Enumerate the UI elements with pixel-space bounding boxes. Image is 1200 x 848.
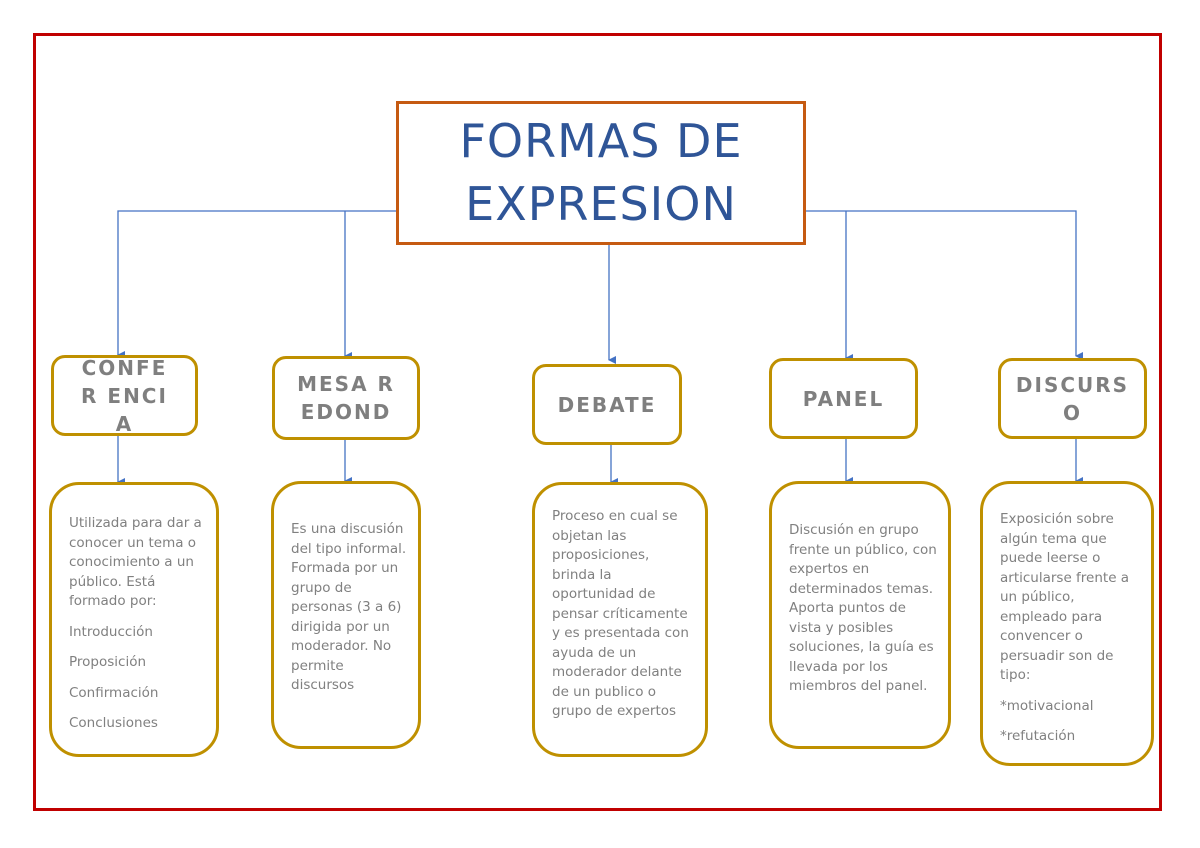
list-item: Conclusiones bbox=[69, 715, 158, 731]
description-text: Discusión en grupo frente un público, co… bbox=[789, 522, 937, 694]
list-item: Introducción bbox=[69, 623, 153, 640]
connector-root-conferencia bbox=[117, 210, 396, 359]
branch-description-debate: Proceso en cual se objetan las proposici… bbox=[532, 482, 708, 757]
list-item: *motivacional bbox=[1000, 697, 1094, 714]
description-text: Exposición sobre algún tema que puede le… bbox=[1000, 511, 1130, 683]
description-text: Es una discusión del tipo informal. Form… bbox=[291, 521, 407, 693]
branch-description-discurso: Exposición sobre algún tema que puede le… bbox=[980, 481, 1154, 766]
description-list: *motivacional *refutación bbox=[1000, 697, 1130, 747]
branch-description-mesa-redonda: Es una discusión del tipo informal. Form… bbox=[271, 481, 421, 749]
branch-title: DEBATE bbox=[557, 392, 657, 417]
description-text: Proceso en cual se objetan las proposici… bbox=[552, 508, 689, 719]
description-text: Utilizada para dar a conocer un tema o c… bbox=[69, 515, 202, 609]
description-list: Introducción Proposición Confirmación Co… bbox=[69, 623, 207, 734]
list-item: Confirmación bbox=[69, 684, 159, 701]
branch-title: CONFER ENCIA bbox=[81, 355, 168, 436]
branch-header-conferencia: CONFER ENCIA bbox=[51, 355, 198, 436]
connector-root-panel bbox=[806, 210, 1083, 360]
root-title: FORMAS DE EXPRESION bbox=[459, 114, 743, 231]
root-node: FORMAS DE EXPRESION bbox=[396, 101, 806, 245]
branch-title: MESA REDOND bbox=[297, 372, 395, 424]
branch-title: DISCURS O bbox=[1015, 372, 1130, 425]
branch-description-panel: Discusión en grupo frente un público, co… bbox=[769, 481, 951, 749]
diagram-frame bbox=[33, 33, 1162, 811]
list-item: Proposición bbox=[69, 654, 147, 670]
branch-header-panel: PANEL bbox=[769, 358, 918, 439]
branch-header-discurso: DISCURS O bbox=[998, 358, 1147, 439]
branch-title: PANEL bbox=[802, 386, 885, 411]
branch-description-conferencia: Utilizada para dar a conocer un tema o c… bbox=[49, 482, 219, 757]
list-item: *refutación bbox=[1000, 728, 1076, 744]
branch-header-mesa-redonda: MESA REDOND bbox=[272, 356, 420, 440]
branch-header-debate: DEBATE bbox=[532, 364, 682, 445]
